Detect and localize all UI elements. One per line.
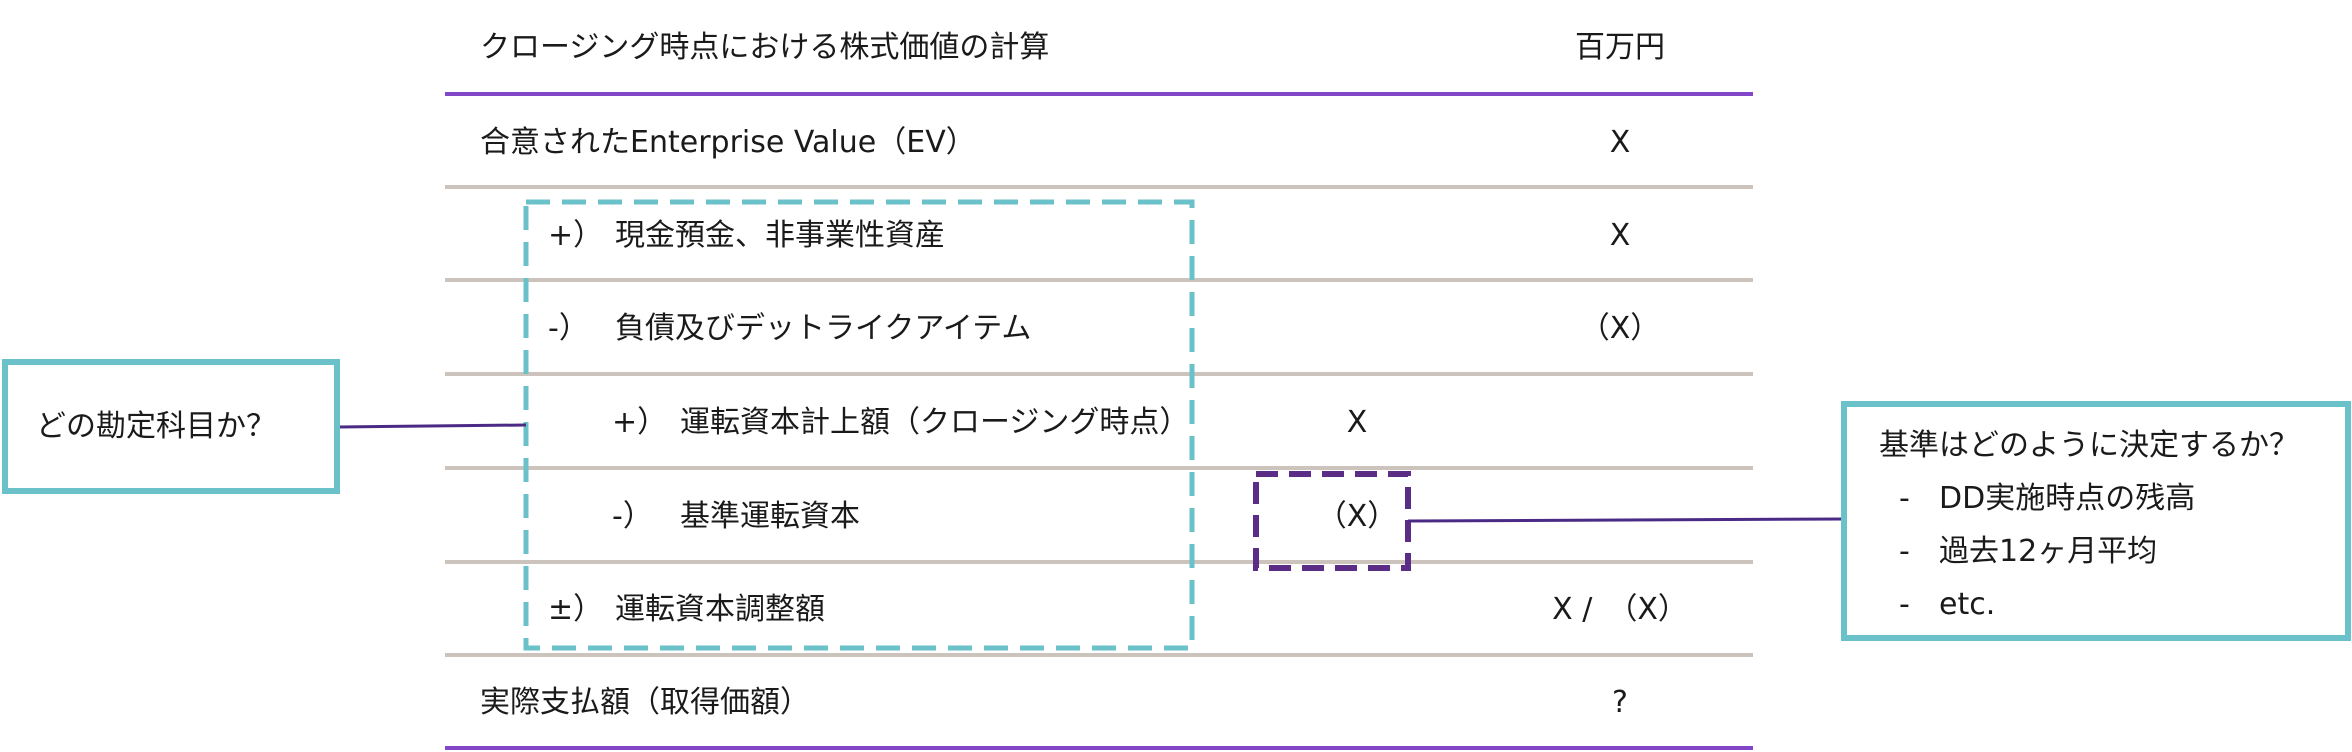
row-divider	[445, 185, 1753, 189]
target-wc-callout: 基準はどのように決定するか？ - DD実施時点の残高 - 過去12ヶ月平均 - …	[1841, 401, 2351, 641]
bullet-dash: -	[1899, 587, 1910, 622]
working-capital-dashed-box	[523, 199, 1195, 651]
unit-label: 百万円	[1575, 30, 1665, 65]
row-sign-cash: +）	[548, 218, 604, 253]
bullet-text: 過去12ヶ月平均	[1939, 534, 2158, 569]
row-sign-wc-closing: +）	[612, 405, 668, 440]
target-wc-dashed-box	[1253, 471, 1411, 571]
table-title: クロージング時点における株式価値の計算	[480, 30, 1050, 65]
row-label-target-wc: 基準運転資本	[680, 499, 860, 534]
row-divider	[445, 372, 1753, 376]
row-value-cash: X	[1609, 218, 1631, 253]
row-subvalue-target-wc: （X）	[1316, 499, 1398, 534]
row-label-ev: 合意されたEnterprise Value（EV）	[480, 125, 976, 160]
row-value-debt: （X）	[1579, 311, 1661, 346]
bullet-text: DD実施時点の残高	[1939, 481, 2196, 516]
row-label-debt: 負債及びデットライクアイテム	[615, 311, 1032, 346]
left-connector-line	[338, 423, 527, 429]
row-divider	[445, 560, 1753, 564]
row-divider	[445, 278, 1753, 282]
target-wc-callout-title: 基準はどのように決定するか？	[1879, 428, 2299, 463]
row-sign-debt: -）	[548, 311, 589, 346]
account-question-callout: どの勘定科目か？	[2, 359, 340, 494]
row-divider	[445, 653, 1753, 657]
bullet-text: etc.	[1939, 587, 1996, 622]
row-divider	[445, 466, 1753, 470]
bullet-dash: -	[1899, 534, 1910, 569]
row-label-wc-closing: 運転資本計上額（クロージング時点）	[680, 405, 1190, 440]
row-value-payment: ?	[1612, 685, 1628, 720]
row-label-adjustment: 運転資本調整額	[615, 592, 825, 627]
row-label-cash: 現金預金、非事業性資産	[615, 218, 945, 253]
row-value-ev: X	[1609, 125, 1631, 160]
right-connector-line	[1407, 517, 1845, 523]
account-question-text: どの勘定科目か？	[36, 409, 276, 444]
bullet-dash: -	[1899, 481, 1910, 516]
row-subvalue-wc-closing: X	[1346, 405, 1368, 440]
row-sign-adjustment: ±）	[548, 592, 604, 627]
header-rule	[445, 92, 1753, 96]
footer-rule	[445, 746, 1753, 750]
row-value-adjustment: X / （X）	[1552, 592, 1688, 627]
row-sign-target-wc: -）	[612, 499, 653, 534]
row-label-payment: 実際支払額（取得価額）	[480, 685, 810, 720]
